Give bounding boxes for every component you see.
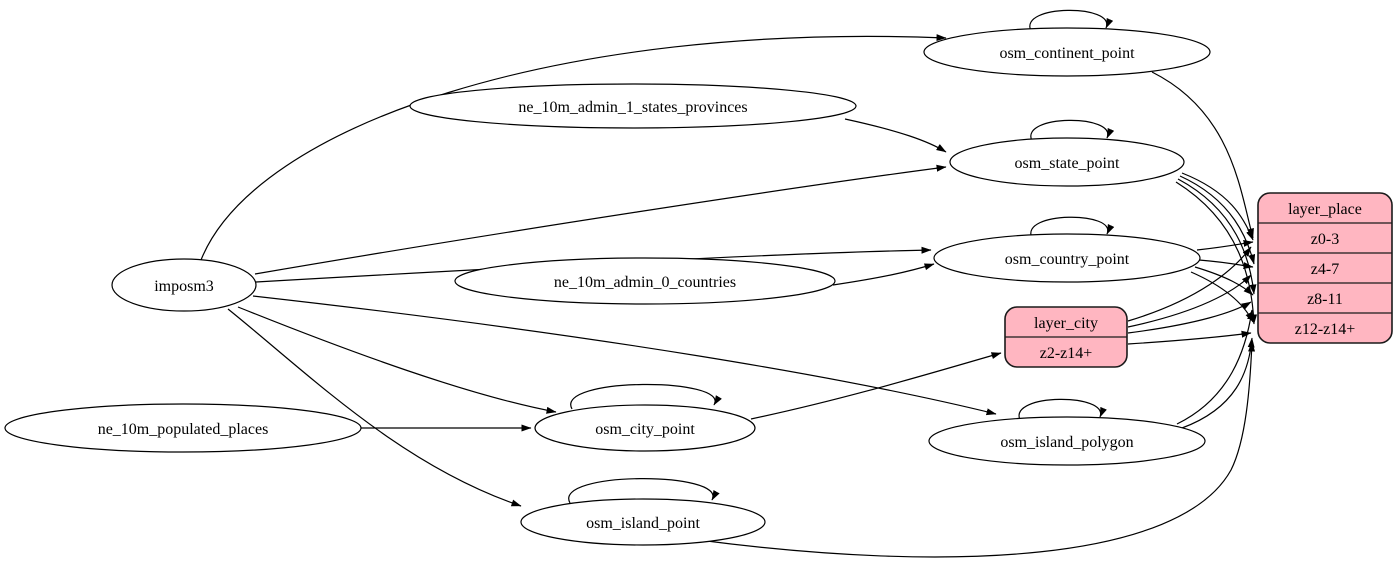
node-osm_country_point: osm_country_point bbox=[933, 233, 1201, 283]
edge-selfloop-osm_state_point bbox=[1030, 119, 1115, 142]
ne_10m_populated_places-label: ne_10m_populated_places bbox=[98, 421, 269, 438]
osm_state_point-shape bbox=[949, 137, 1185, 187]
ne_10m_populated_places-shape bbox=[4, 403, 362, 453]
osm_country_point-label: osm_country_point bbox=[1005, 251, 1130, 268]
edge-osm_state_point-layer_place-z12-z14+ bbox=[1175, 181, 1258, 325]
edge-osm_continent_point-layer_place-z0-3 bbox=[1151, 71, 1254, 239]
osm_continent_point-label: osm_continent_point bbox=[999, 45, 1135, 62]
layer_city-row-z2-z14: z2-z14+ bbox=[1040, 345, 1093, 362]
edge-selfloop-osm_continent_point bbox=[1029, 9, 1114, 32]
edge-layer_city-layer_place-z0-3 bbox=[1127, 246, 1252, 322]
osm_country_point-shape bbox=[933, 233, 1201, 283]
ne_10m_admin_0_countries-label: ne_10m_admin_0_countries bbox=[554, 274, 736, 291]
osm_city_point-label: osm_city_point bbox=[595, 421, 695, 438]
node-ne_10m_populated_places: ne_10m_populated_places bbox=[4, 403, 362, 453]
node-osm_city_point: osm_city_point bbox=[534, 404, 756, 452]
node-ne_10m_admin_0_countries: ne_10m_admin_0_countries bbox=[454, 257, 836, 305]
osm_island_point-label: osm_island_point bbox=[586, 515, 700, 532]
ne_10m_admin_1_states_provinces-shape bbox=[409, 83, 857, 129]
node-osm_island_point: osm_island_point bbox=[520, 498, 766, 546]
osm_continent_point-shape bbox=[923, 27, 1211, 77]
node-imposm3: imposm3 bbox=[111, 258, 257, 312]
ne_10m_admin_0_countries-shape bbox=[454, 257, 836, 305]
edge-osm_country_point-layer_place-z4-7 bbox=[1198, 259, 1254, 270]
imposm3-label: imposm3 bbox=[154, 278, 214, 295]
edges bbox=[200, 9, 1258, 558]
edge-layer_city-layer_place-z12-z14+ bbox=[1127, 330, 1252, 345]
layer_place-header: layer_place bbox=[1288, 201, 1362, 218]
edge-osm_state_point-layer_place-z8-11 bbox=[1177, 178, 1257, 295]
record-layer_place: layer_place z0-3 z4-7 z8-11 z12-z14+ bbox=[1257, 192, 1393, 344]
edge-layer_city-layer_place-z4-7 bbox=[1127, 274, 1252, 328]
layer_place-row-z0-3: z0-3 bbox=[1311, 231, 1339, 248]
edge-layer_city-layer_place-z8-11 bbox=[1127, 301, 1252, 334]
node-ne_10m_admin_1_states_provinces: ne_10m_admin_1_states_provinces bbox=[409, 83, 857, 129]
edge-osm_island_polygon-layer_place-z8-11 bbox=[1176, 309, 1255, 425]
osm_island_polygon-shape bbox=[928, 416, 1206, 466]
edge-selfloop-osm_city_point bbox=[570, 383, 722, 410]
osm_island_polygon-label: osm_island_polygon bbox=[1000, 434, 1133, 451]
edge-ne_10m_admin_0_countries-osm_country_point bbox=[832, 263, 935, 286]
node-osm_continent_point: osm_continent_point bbox=[923, 27, 1211, 77]
edge-imposm3-osm_island_polygon bbox=[252, 295, 997, 416]
edge-selfloop-osm_country_point bbox=[1030, 216, 1115, 239]
edge-imposm3-osm_continent_point bbox=[200, 34, 947, 261]
osm_state_point-label: osm_state_point bbox=[1015, 155, 1120, 172]
edge-osm_island_point-layer_place-z12-z14+ bbox=[698, 341, 1256, 558]
edge-selfloop-osm_island_polygon bbox=[1018, 398, 1107, 421]
layer_place-shape bbox=[1257, 192, 1393, 344]
edge-ne_10m_admin_1_states_provinces-osm_state_point bbox=[844, 118, 947, 153]
edge-osm_country_point-layer_place-z8-11 bbox=[1194, 266, 1254, 296]
node-osm_state_point: osm_state_point bbox=[949, 137, 1185, 187]
edge-osm_state_point-layer_place-z0-3 bbox=[1181, 172, 1254, 241]
osm_city_point-shape bbox=[534, 404, 756, 452]
edge-imposm3-osm_city_point bbox=[237, 306, 557, 414]
layer_place-row-z8-11: z8-11 bbox=[1307, 291, 1343, 308]
layer_place-row-z12-z14: z12-z14+ bbox=[1295, 321, 1356, 338]
imposm3-shape bbox=[111, 258, 257, 312]
layer_place-row-z4-7: z4-7 bbox=[1311, 261, 1339, 278]
osm_island_point-shape bbox=[520, 498, 766, 546]
node-osm_island_polygon: osm_island_polygon bbox=[928, 416, 1206, 466]
edge-osm_country_point-layer_place-z0-3 bbox=[1196, 239, 1254, 251]
ne_10m_admin_1_states_provinces-label: ne_10m_admin_1_states_provinces bbox=[518, 99, 747, 116]
edge-imposm3-osm_state_point bbox=[254, 164, 947, 275]
edge-selfloop-osm_island_point bbox=[568, 478, 720, 504]
record-layer_city: layer_city z2-z14+ bbox=[1004, 306, 1128, 368]
edge-imposm3-osm_island_point bbox=[227, 308, 522, 507]
edge-osm_city_point-layer_city bbox=[750, 352, 1002, 420]
layer_city-header: layer_city bbox=[1034, 315, 1098, 332]
edge-osm_state_point-layer_place-z4-7 bbox=[1179, 175, 1256, 265]
